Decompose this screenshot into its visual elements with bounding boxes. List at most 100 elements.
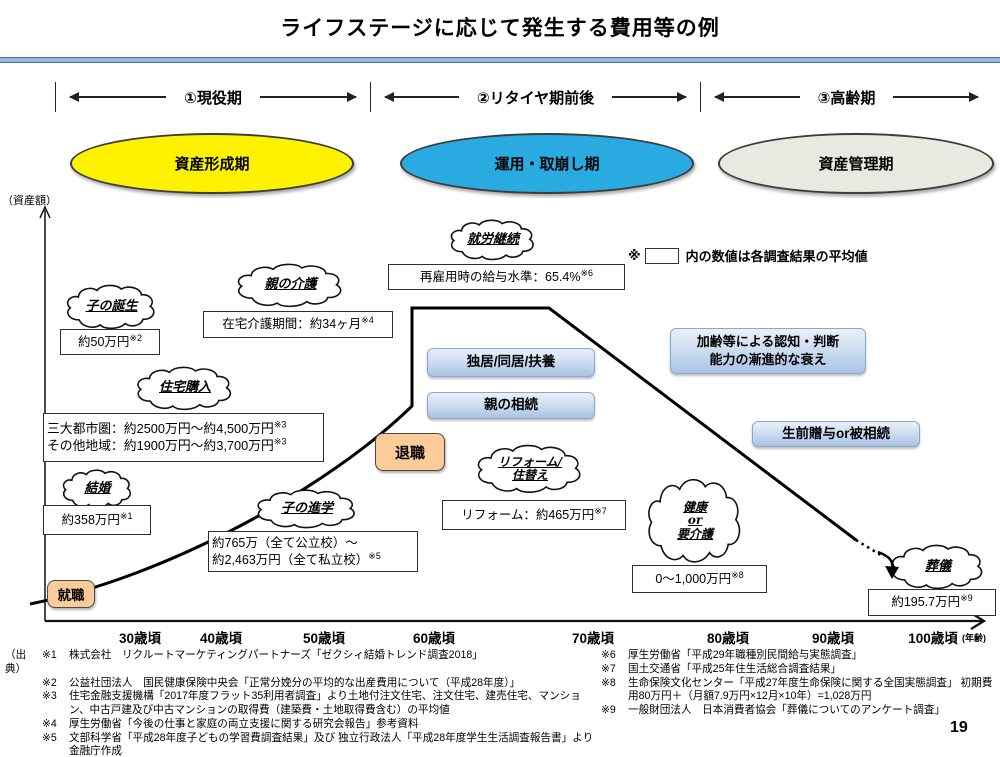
cost-value: その他地域：約1900万円～約3,700万円: [47, 437, 274, 453]
cost-value: 約358万円: [61, 512, 120, 527]
cloud-label: 子の進学: [280, 500, 333, 516]
cost-value: 約765万（全て公立校）～: [212, 536, 358, 551]
source-text: 文部科学省「平成28年度子どもの学習費調査結果」及び 独立行政法人「平成28年度…: [69, 731, 594, 757]
cost-box-education: 約765万（全て公立校）～ 約2,463万円（全て私立校）※5: [208, 531, 418, 572]
cost-text: 再雇用時の給与水準：65.4%※6: [420, 267, 593, 285]
footnote-ref: ※2: [129, 332, 142, 343]
source-text: 一般財団法人 日本消費者協会「葬儀についてのアンケート調査」: [628, 704, 946, 717]
source-ref: ※5: [42, 731, 57, 744]
arrow-left-icon: [714, 92, 800, 101]
cost-box-reemployment: 再雇用時の給与水準：65.4%※6: [388, 264, 625, 290]
info-line: 加齢等による認知・判断: [696, 334, 840, 350]
cloud-health-or-care: 健康 or 要介護: [644, 477, 746, 565]
cost-value: 約2,463万円（全て私立校）: [212, 552, 369, 567]
cloud-label: 要介護: [676, 526, 713, 541]
source-ref: ※7: [601, 662, 616, 675]
cloud-label: 健康: [682, 499, 707, 514]
legend-prefix: ※: [628, 247, 641, 263]
x-tick-50: 50歳頃: [302, 631, 346, 646]
footnote-ref: ※5: [368, 550, 381, 561]
cloud-label: 子の誕生: [85, 298, 138, 314]
source-row: ※2 公益社団法人 国民健康保険中央会「正常分娩分の平均的な出産費用について（平…: [5, 677, 599, 691]
cost-text: リフォーム：約465万円※7: [461, 505, 607, 523]
cloud-label: or: [687, 513, 703, 528]
cost-text: 約358万円※1: [61, 511, 133, 528]
source-ref: ※1: [42, 649, 57, 661]
cloud-home-purchase: 住宅購入: [133, 366, 237, 411]
footnote-ref: ※6: [580, 267, 593, 278]
cloud-label: リフォーム/: [497, 454, 563, 469]
cloud-funeral: 葬儀: [888, 544, 988, 590]
source-text: 株式会社 リクルートマーケティングパートナーズ「ゼクシィ結婚トレンド調査2018…: [69, 649, 483, 661]
cost-value: 三大都市圏：約2500万円～約4,500万円: [47, 420, 274, 436]
sources-caption: （出典）: [5, 649, 27, 675]
footnote-ref: ※3: [273, 419, 287, 430]
cost-value: 約195.7万円: [891, 595, 961, 610]
source-ref: ※6: [601, 649, 616, 661]
legend-text: 内の数値は各調査結果の平均値: [685, 249, 868, 264]
footnote-ref: ※3: [273, 436, 287, 447]
cost-box-house: 三大都市圏：約2500万円～約4,500万円※3 その他地域：約1900万円～約…: [43, 413, 324, 462]
source-row: ※4 厚生労働省「今後の仕事と家庭の両立支援に関する研究会報告」参考資料: [5, 718, 599, 732]
info-box-cognitive-decline: 加齢等による認知・判断 能力の漸進的な衰え: [670, 328, 866, 374]
phase-use-drawdown: 運用・取崩し期: [400, 133, 694, 194]
phase-asset-management: 資産管理期: [718, 133, 994, 194]
cloud-child-birth: 子の誕生: [63, 284, 160, 330]
cost-text: 約765万（全て公立校）～: [212, 535, 358, 551]
source-text: 生命保険文化センター「平成27年度生命保険に関する全国実態調査」 初期費用80万…: [628, 676, 993, 703]
cost-value: リフォーム：約465万円: [461, 507, 595, 522]
arrow-right-icon: [612, 92, 687, 101]
source-row: ※8 生命保険文化センター「平成27年度生命保険に関する全国実態調査」 初期費用…: [601, 677, 997, 705]
title-divider: [0, 57, 1000, 63]
info-box-parent-inheritance: 親の相続: [427, 392, 595, 419]
cost-box-marriage: 約358万円※1: [43, 505, 151, 535]
x-tick-40: 40歳頃: [199, 631, 243, 646]
cloud-label: 親の介護: [264, 277, 317, 293]
legend-note: ※ 内の数値は各調査結果の平均値: [628, 246, 868, 265]
stage-label: ①現役期: [184, 89, 242, 107]
source-text: 国土交通省「平成25年住生活総合調査結果」: [628, 662, 842, 675]
cost-text: 約2,463万円（全て私立校）※5: [212, 550, 381, 568]
cost-box-care: 在宅介護期間：約34ヶ月※4: [203, 311, 393, 338]
arrow-left-icon: [384, 92, 459, 101]
source-ref: ※2: [42, 676, 57, 689]
source-text: 厚生労働省「平成29年職種別民間給与実態調査」: [628, 649, 863, 661]
x-tick-80: 80歳頃: [706, 631, 750, 646]
milestone-retirement: 退職: [375, 433, 445, 471]
x-axis-unit: (年齢): [962, 633, 986, 643]
x-tick-60: 60歳頃: [412, 631, 456, 646]
info-box-living-arrangement: 独居/同居/扶養: [427, 348, 595, 377]
y-axis-arrow-icon: [39, 205, 51, 219]
cloud-parent-care: 親の介護: [233, 263, 348, 308]
x-tick-100: 100歳頃: [908, 631, 958, 646]
cost-text: 約195.7万円※9: [891, 594, 972, 610]
cloud-label: 結婚: [84, 480, 111, 496]
source-ref: ※4: [42, 717, 57, 730]
sources-right: ※6 厚生労働省「平成29年職種別民間給与実態調査」 ※7 国土交通省「平成25…: [601, 649, 997, 718]
page-number: 19: [950, 719, 968, 736]
stage-retirement: ②リタイヤ期前後: [370, 82, 700, 112]
x-tick-30: 30歳頃: [118, 631, 162, 646]
source-row: ※5 文部科学省「平成28年度子どもの学習費調査結果」及び 独立行政法人「平成2…: [5, 732, 599, 757]
stage-label: ③高齢期: [817, 89, 876, 107]
source-text: 住宅金融支援機構「2017年度フラット35利用者調査」より土地付注文住宅、注文住…: [69, 690, 581, 717]
cost-box-birth: 約50万円※2: [60, 329, 160, 355]
cost-value: 0～1,000万円: [655, 571, 732, 586]
footnote-ref: ※7: [594, 505, 607, 516]
footnote-ref: ※8: [731, 569, 744, 580]
cloud-marriage: 結婚: [60, 469, 135, 509]
source-row: ※6 厚生労働省「平成29年職種別民間給与実態調査」: [601, 649, 997, 663]
cost-text: その他地域：約1900万円～約3,700万円※3: [47, 436, 287, 455]
phase-asset-building: 資産形成期: [70, 133, 354, 194]
cloud-child-education: 子の進学: [253, 489, 361, 529]
x-tick-90: 90歳頃: [811, 631, 855, 646]
legend-box-icon: [644, 247, 679, 264]
stage-label: ②リタイヤ期前後: [476, 89, 595, 107]
info-line: 能力の漸進的な衰え: [709, 352, 827, 367]
info-box-gift-inheritance: 生前贈与or被相続: [752, 421, 920, 447]
source-row: ※7 国土交通省「平成25年住生活総合調査結果」: [601, 663, 997, 677]
page-title: ライフステージに応じて発生する費用等の例: [280, 17, 720, 40]
source-text: 公益社団法人 国民健康保険中央会「正常分娩分の平均的な出産費用について（平成28…: [69, 676, 521, 689]
milestone-employment: 就職: [47, 580, 95, 608]
